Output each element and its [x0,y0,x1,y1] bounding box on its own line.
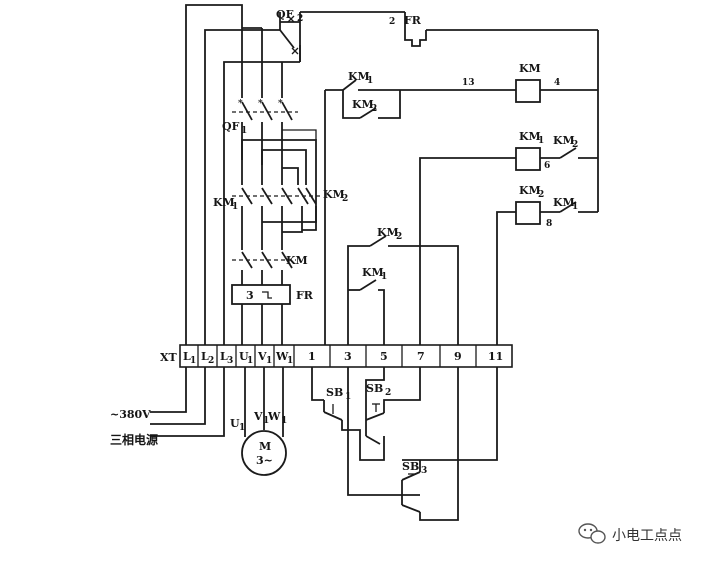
supply-name-label: 三相电源 [110,432,158,447]
terminal-7: 7 [417,350,425,363]
terminal-3: 3 [344,350,352,363]
supply-voltage-label: ~380V [110,408,151,421]
svg-text:SB: SB [366,382,383,395]
svg-text:SB: SB [402,460,419,473]
svg-text:SB: SB [326,386,343,399]
terminal-u1: U [239,350,249,363]
svg-text:1: 1 [247,356,253,366]
svg-text:2: 2 [572,140,578,150]
terminal-v1: V [257,350,267,363]
svg-text:M: M [259,440,271,453]
terminal-11: 11 [488,350,503,363]
svg-text:2: 2 [396,232,402,242]
svg-text:W: W [267,410,281,423]
power-circuit: * * * 3 [185,4,405,345]
svg-text:KM: KM [348,70,370,83]
svg-text:3: 3 [246,289,254,302]
svg-text:1: 1 [239,423,245,433]
svg-text:2: 2 [371,104,377,114]
terminal-l1: L [183,350,191,363]
svg-text:U: U [230,417,240,430]
svg-text:2: 2 [208,356,214,366]
svg-text:*: * [238,99,243,109]
svg-text:小电工点点: 小电工点点 [612,528,682,544]
watermark: 小电工点点 [578,523,682,544]
svg-text:2: 2 [297,14,303,24]
fr-thermal-relay [231,284,291,305]
svg-text:1: 1 [190,356,196,366]
terminal-1: 1 [308,350,316,363]
svg-text:3~: 3~ [256,454,273,467]
km-coil-label: KM [519,62,541,75]
supply-and-motor: ~380V 三相电源 M 3~ U 1 V 1 W 1 [110,367,287,476]
control-circuit: 2 FR KM 1 13 KM 4 KM 2 KM 1 KM 2 6 [324,12,599,345]
km1-power-label: KM [213,196,235,209]
km-coil [515,79,541,103]
svg-text:KM: KM [362,266,384,279]
terminal-l3: L [220,350,228,363]
svg-text:2: 2 [538,190,544,200]
terminal-w1: W [275,350,289,363]
qf1-label: QF [222,120,240,133]
svg-text:3: 3 [227,356,233,366]
svg-text:8: 8 [546,219,552,229]
svg-text:V: V [253,410,263,423]
km1-coil [515,147,541,171]
xt-label: XT [160,351,178,364]
svg-text:1: 1 [367,76,373,86]
km2-coil [515,201,541,225]
svg-text:KM: KM [553,134,575,147]
motor [241,430,287,476]
svg-text:1: 1 [241,126,247,136]
svg-text:1: 1 [281,416,287,426]
svg-text:KM: KM [352,98,374,111]
qf2-label: QF [276,8,294,21]
svg-text:KM: KM [553,196,575,209]
svg-text:13: 13 [462,78,475,88]
svg-text:2: 2 [389,17,395,27]
svg-text:6: 6 [544,161,550,171]
svg-text:1: 1 [266,356,272,366]
push-button-station: SB 1 SB 2 SB 3 [311,367,498,521]
svg-text:1: 1 [263,416,269,426]
svg-text:1: 1 [287,356,293,366]
svg-text:1: 1 [538,136,544,146]
fr-label: FR [296,289,314,302]
svg-text:1: 1 [572,202,578,212]
svg-text:2: 2 [342,194,348,204]
svg-text:*: * [258,99,263,109]
svg-text:4: 4 [554,78,560,88]
fr-contact-label: FR [404,14,422,27]
svg-text:KM: KM [519,184,541,197]
terminal-9: 9 [454,350,462,363]
svg-text:3: 3 [421,466,427,476]
svg-text:1: 1 [381,272,387,282]
svg-text:1: 1 [232,202,238,212]
terminal-l2: L [201,350,209,363]
chat-logo-icon [578,523,606,544]
terminal-5: 5 [380,350,388,363]
svg-text:KM: KM [377,226,399,239]
terminal-strip: L 1 L 2 L 3 U 1 V 1 W 1 1 3 5 7 9 11 XT [160,344,513,368]
svg-text:KM: KM [519,130,541,143]
km-main-label: KM [286,254,308,267]
svg-text:*: * [278,99,283,109]
km2-power-label: KM [323,188,345,201]
svg-text:2: 2 [385,388,391,398]
